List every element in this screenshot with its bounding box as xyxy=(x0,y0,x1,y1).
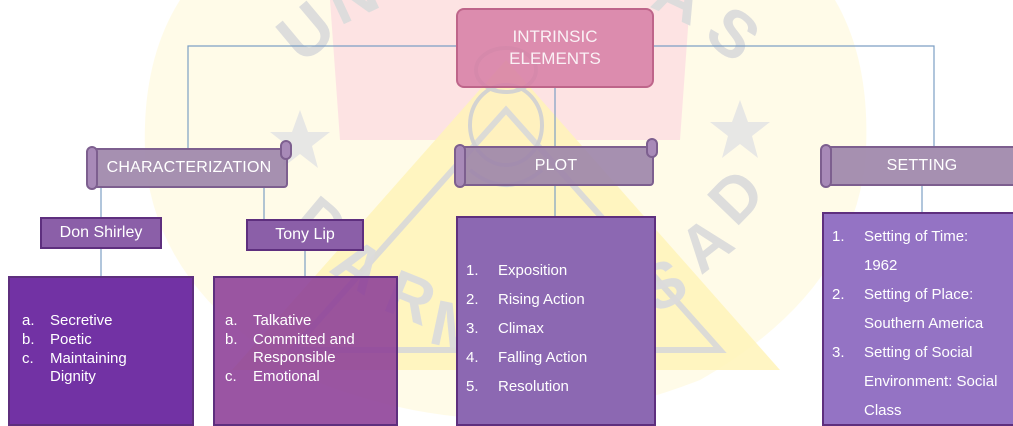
list-marker: 1. xyxy=(832,228,845,245)
list-item: 1. Exposition xyxy=(466,256,654,285)
scroll-curl-left xyxy=(86,146,98,190)
tony-lip-traits-box: a.Talkative b.Committed and Responsible … xyxy=(213,276,398,426)
plot-text: Climax xyxy=(498,320,544,337)
plot-list: 1. Exposition 2. Rising Action 3. Climax 4.… xyxy=(466,256,654,401)
list-marker: 4. xyxy=(466,349,479,366)
list-marker: 2. xyxy=(466,291,479,308)
list-item: a. Secretive xyxy=(22,312,192,330)
setting-list: 1. Setting of Time: 1962 2. Setting of Pla… xyxy=(832,222,1013,425)
scroll-curl-left xyxy=(820,144,832,188)
plot-banner: PLOT xyxy=(454,138,658,188)
list-item: 2. Rising Action xyxy=(466,285,654,314)
plot-text: Resolution xyxy=(498,378,569,395)
root-label: INTRINSIC ELEMENTS xyxy=(509,27,601,68)
plot-text: Rising Action xyxy=(498,291,585,308)
scroll-curl-left xyxy=(454,144,466,188)
list-item: a. Talkative xyxy=(225,312,396,330)
setting-text: Setting of Time: 1962 xyxy=(864,228,969,274)
list-marker: 2. xyxy=(832,286,845,303)
list-marker: 3. xyxy=(466,320,479,337)
list-item: 4. Falling Action xyxy=(466,343,654,372)
list-marker: 3. xyxy=(832,344,845,361)
setting-items-box: 1. Setting of Time: 1962 2. Setting of Pla… xyxy=(822,212,1013,426)
plot-text: Falling Action xyxy=(498,349,588,366)
list-marker: a. xyxy=(22,312,35,329)
scroll-curl-right xyxy=(280,140,292,160)
list-marker: b. xyxy=(22,331,35,348)
list-item: c. Maintaining Dignity xyxy=(22,350,192,386)
list-marker: b. xyxy=(225,331,238,348)
characterization-label: CHARACTERIZATION xyxy=(106,159,272,176)
list-item: b. Committed and Responsible xyxy=(225,331,396,367)
trait-text: Emotional xyxy=(253,368,320,385)
trait-list: a.Talkative b.Committed and Responsible … xyxy=(225,312,396,386)
character-don-shirley: Don Shirley xyxy=(40,217,162,249)
trait-list: a. Secretive b. Poetic c. Maintaining Digni… xyxy=(22,312,192,386)
list-marker: 1. xyxy=(466,262,479,279)
character-tony-lip: Tony Lip xyxy=(246,219,364,251)
list-item: 1. Setting of Time: 1962 xyxy=(832,222,1013,280)
list-item: 5. Resolution xyxy=(466,372,654,401)
list-marker: c. xyxy=(22,350,34,367)
setting-banner: SETTING xyxy=(820,144,1013,188)
character-name: Don Shirley xyxy=(59,224,143,241)
plot-label: PLOT xyxy=(534,157,578,174)
plot-text: Exposition xyxy=(498,262,568,279)
trait-text: Maintaining Dignity xyxy=(50,350,127,385)
trait-text: Secretive xyxy=(50,312,113,329)
scroll-curl-right xyxy=(646,138,658,158)
list-item: b. Poetic xyxy=(22,331,192,349)
setting-text: Setting of Place: Southern America xyxy=(864,286,984,332)
list-item: 3. Climax xyxy=(466,314,654,343)
list-item: 2. Setting of Place: Southern America xyxy=(832,280,1013,338)
list-item: 3. Setting of Social Environment: Social … xyxy=(832,338,1013,425)
list-marker: 5. xyxy=(466,378,479,395)
don-shirley-traits-box: a. Secretive b. Poetic c. Maintaining Digni… xyxy=(8,276,194,426)
character-name: Tony Lip xyxy=(275,226,335,243)
setting-label: SETTING xyxy=(886,157,958,174)
trait-text: Poetic xyxy=(50,331,92,348)
list-marker: a. xyxy=(225,312,238,329)
list-item: c. Emotional xyxy=(225,368,396,386)
characterization-banner: CHARACTERIZATION xyxy=(86,140,292,190)
intrinsic-elements-node: INTRINSIC ELEMENTS xyxy=(456,8,654,88)
plot-items-box: 1. Exposition 2. Rising Action 3. Climax 4.… xyxy=(456,216,656,426)
trait-text: Talkative xyxy=(253,312,312,329)
setting-text: Setting of Social Environment: Social Cl… xyxy=(864,344,998,419)
list-marker: c. xyxy=(225,368,237,385)
trait-text: Committed and Responsible xyxy=(253,331,355,366)
